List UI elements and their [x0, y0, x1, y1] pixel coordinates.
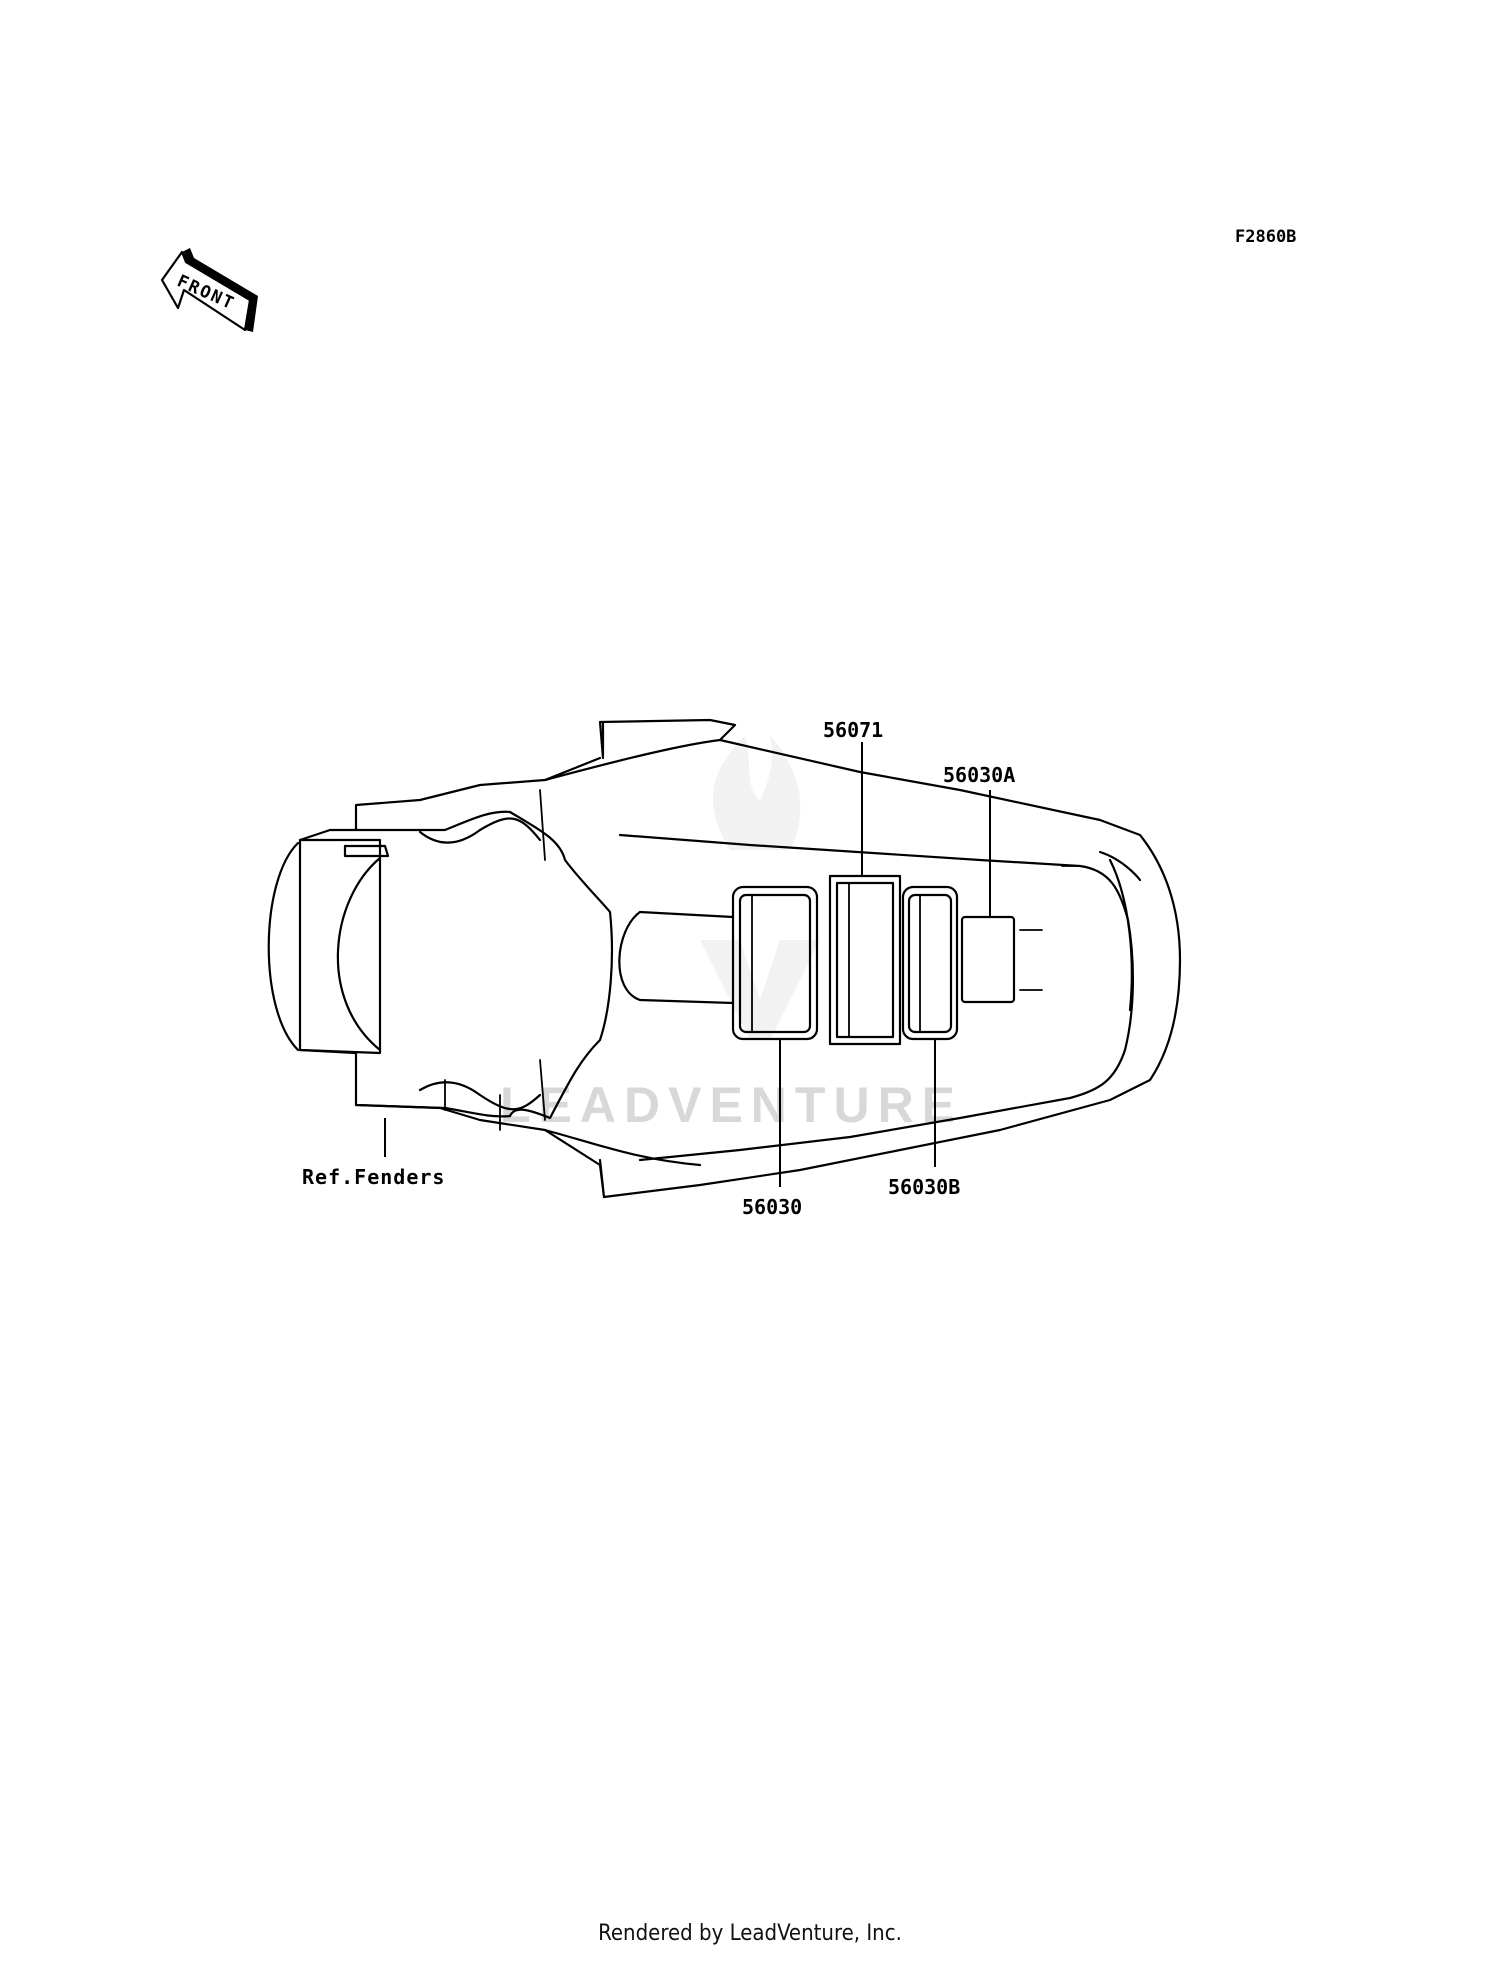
decal-56030B: [901, 885, 959, 1041]
decal-56071: [828, 874, 902, 1046]
decal-56030: [731, 885, 819, 1041]
reference-label: Ref.Fenders: [302, 1165, 445, 1189]
watermark: LEADVENTURE: [500, 735, 963, 1133]
leader-lines: [384, 742, 991, 1187]
part-label-56071: 56071: [823, 718, 883, 742]
seat-outline: [267, 718, 1182, 1199]
watermark-text: LEADVENTURE: [500, 1077, 963, 1133]
footer-credit: Rendered by LeadVenture, Inc.: [598, 1921, 902, 1946]
diagram-code: F2860B: [1235, 227, 1296, 247]
part-label-56030: 56030: [742, 1195, 802, 1219]
decal-56030A: [960, 915, 1016, 1004]
part-label-56030B: 56030B: [888, 1175, 960, 1199]
watermark-logo-icon: [700, 735, 820, 1040]
part-label-56030A: 56030A: [943, 763, 1015, 787]
front-arrow-icon: FRONT: [160, 248, 258, 332]
